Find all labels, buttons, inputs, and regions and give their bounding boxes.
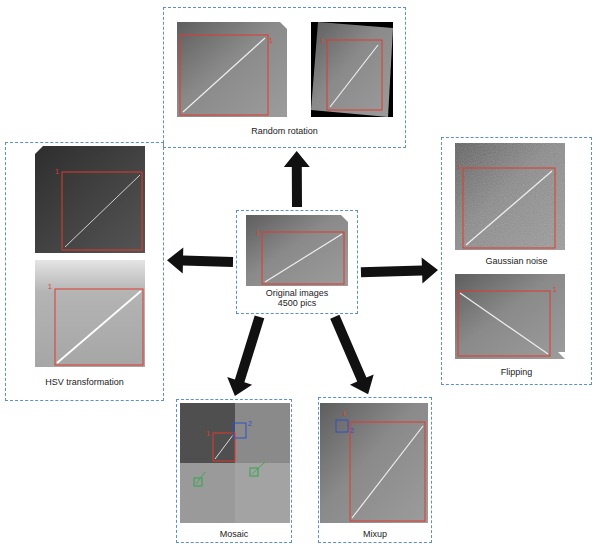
augmentation-panel: Gaussian noiseFlipping (441, 137, 592, 385)
panel-caption: Random rotation (167, 126, 402, 136)
panel-caption: Mosaic (180, 529, 288, 539)
panel-caption: HSV transformation (9, 377, 160, 387)
augmentation-panel: HSV transformation (5, 142, 164, 401)
augmentation-panel: Mosaic (176, 399, 292, 543)
callout-number: 1 (269, 37, 273, 44)
callout-number: 2 (350, 427, 354, 434)
panel-caption: Gaussian noise (445, 256, 588, 266)
callout-number: 1 (206, 430, 210, 437)
panel-caption: Flipping (445, 367, 588, 377)
callout-number: 1 (255, 229, 259, 236)
source-panel: Original images 4500 pics (236, 210, 358, 314)
callout-number: 1 (55, 168, 59, 175)
panel-caption: Original images 4500 pics (260, 288, 334, 309)
augmentation-panel: Random rotation (163, 7, 406, 148)
callout-number: 1 (457, 163, 461, 170)
block-arrow (227, 315, 264, 396)
block-arrow (330, 315, 374, 394)
block-arrow (284, 151, 310, 207)
block-arrow (361, 258, 438, 284)
callout-number: 1 (320, 37, 324, 44)
callout-number: 1 (553, 286, 557, 293)
panel-caption: Mixup (322, 529, 428, 539)
callout-number: 1 (48, 283, 52, 290)
augmentation-panel: Mixup (318, 397, 432, 543)
callout-number: 1 (342, 410, 346, 417)
callout-number: 2 (248, 420, 252, 427)
block-arrow (167, 248, 233, 274)
